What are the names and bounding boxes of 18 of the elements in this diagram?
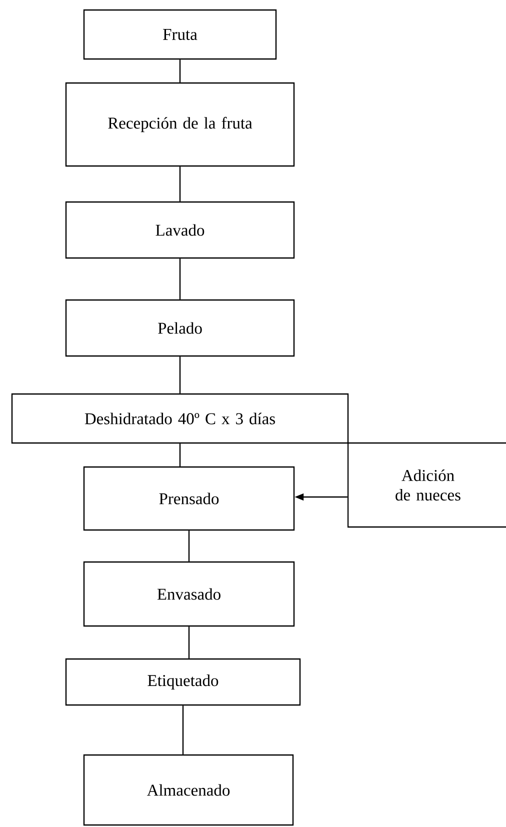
connector-line	[179, 166, 181, 202]
connector-line	[188, 626, 190, 658]
connector-line	[179, 356, 181, 394]
connector-line	[179, 60, 181, 82]
process-box: Recepción de la fruta	[65, 82, 295, 167]
process-box: Almacenado	[83, 754, 294, 826]
process-box: Etiquetado	[65, 658, 301, 706]
process-box: Envasado	[83, 561, 295, 627]
process-box: Fruta	[83, 9, 277, 60]
connector-line	[188, 530, 190, 562]
connector-line	[179, 258, 181, 300]
process-box: Adición de nueces	[347, 442, 506, 528]
process-box: Prensado	[83, 466, 295, 531]
process-box: Lavado	[65, 201, 295, 259]
process-box: Deshidratado 40º C x 3 días	[11, 393, 349, 444]
connector-line	[182, 706, 184, 754]
process-box: Pelado	[65, 299, 295, 357]
connector-line	[179, 444, 181, 466]
